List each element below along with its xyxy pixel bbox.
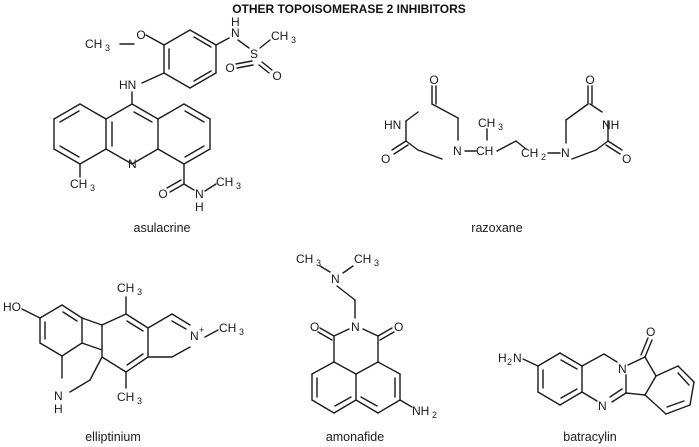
asulacrine-nh-h-label: H (231, 15, 240, 29)
elliptinium-top-sub-label: 3 (137, 287, 142, 297)
elliptinium-n-plus-label: + (199, 325, 204, 335)
asulacrine-amide-n-label: N (195, 187, 204, 201)
elliptinium-n-label: N (54, 389, 63, 403)
asulacrine-methoxy-sub-label: 3 (105, 43, 110, 53)
amonafide-nh-sub-label: 2 (432, 410, 437, 420)
razoxane-ch2-label: CH (521, 146, 538, 160)
asulacrine-amide-ch-label: CH (216, 175, 233, 189)
asulacrine-amide-sub-label: 3 (236, 181, 241, 191)
amonafide-nh-label: NH (412, 404, 429, 418)
asulacrine-sulfonyl-ch-label: CH (271, 29, 288, 43)
asulacrine-amide-h-label: H (195, 200, 204, 214)
asulacrine-so-o2-label: O (272, 69, 281, 83)
razoxane-methyl-ch-label: CH (478, 116, 495, 130)
razoxane-right-n-label: N (561, 146, 570, 160)
batracylin-h-label: H (498, 351, 507, 365)
amonafide-o-right-label: O (394, 320, 403, 334)
batracylin-imine-n-label: N (598, 399, 607, 413)
amonafide-left-ch-label: CH (296, 252, 313, 266)
asulacrine-o-label: O (136, 28, 145, 42)
asulacrine-sulfonyl-sub-label: 3 (291, 35, 296, 45)
amonafide-imide-n-label: N (351, 320, 360, 334)
structure-elliptinium: HO N H CH 3 CH 3 (3, 281, 244, 444)
razoxane-left-o-top-label: O (429, 73, 438, 87)
razoxane-right-nh-label: NH (602, 118, 619, 132)
razoxane-left-o-bottom-label: O (381, 152, 390, 166)
elliptinium-ring-n-label: N (190, 329, 199, 343)
amonafide-left-sub-label: 3 (316, 258, 321, 268)
elliptinium-nh-h-label: H (54, 402, 63, 416)
razoxane-ch2-sub-label: 2 (541, 152, 546, 162)
razoxane-right-o-top-label: O (585, 73, 594, 87)
compound-name-amonafide: amonafide (326, 430, 384, 444)
razoxane-left-n-label: N (453, 144, 462, 158)
structure-razoxane: O O HN N CH CH 3 CH 2 N O NH O razoxane (381, 73, 631, 235)
figure-title: OTHER TOPOISOMERASE 2 INHIBITORS (232, 2, 466, 16)
compound-name-batracylin: batracylin (563, 430, 617, 444)
elliptinium-top-ch-label: CH (117, 281, 134, 295)
asulacrine-so-o1-label: O (225, 61, 234, 75)
amonafide-right-sub-label: 3 (374, 258, 379, 268)
amonafide-right-ch-label: CH (354, 252, 371, 266)
asulacrine-ring-n-label: N (128, 157, 137, 171)
elliptinium-bottom-ch-label: CH (117, 390, 134, 404)
asulacrine-aniline-ring (163, 29, 217, 89)
amonafide-amine-n-label: N (331, 272, 340, 286)
asulacrine-methoxy-ch-label: CH (85, 37, 102, 51)
batracylin-ring-n-label: N (618, 362, 627, 376)
asulacrine-hn-label: HN (119, 78, 136, 92)
structure-amonafide: CH 3 N CH 3 N O O (296, 252, 437, 444)
batracylin-n-label: N (513, 351, 522, 365)
elliptinium-n-ch-label: CH (219, 321, 236, 335)
compound-name-asulacrine: asulacrine (134, 221, 191, 235)
structure-batracylin: H 2 N N N O (498, 325, 695, 444)
asulacrine-nh-label: N (231, 26, 240, 40)
compound-name-elliptinium: elliptinium (85, 430, 141, 444)
asulacrine-acridine (53, 103, 211, 165)
structure-asulacrine: O CH 3 N H S CH 3 O O HN (53, 15, 296, 235)
asulacrine-ring-ch-label: CH (70, 177, 87, 191)
asulacrine-amide-o-label: O (158, 187, 167, 201)
batracylin-o-label: O (646, 325, 655, 339)
razoxane-ch-label: CH (476, 144, 493, 158)
razoxane-methyl-sub-label: 3 (498, 122, 503, 132)
asulacrine-ring-sub-label: 3 (90, 183, 95, 193)
elliptinium-n-sub-label: 3 (239, 327, 244, 337)
asulacrine-s-label: S (250, 47, 258, 61)
razoxane-left-hn-label: HN (384, 118, 401, 132)
amonafide-o-left-label: O (310, 320, 319, 334)
compound-name-razoxane: razoxane (471, 221, 522, 235)
elliptinium-ho-label: HO (3, 300, 21, 314)
razoxane-right-o-bottom-label: O (622, 152, 631, 166)
elliptinium-bottom-sub-label: 3 (137, 396, 142, 406)
batracylin-h-sub-label: 2 (507, 357, 512, 367)
